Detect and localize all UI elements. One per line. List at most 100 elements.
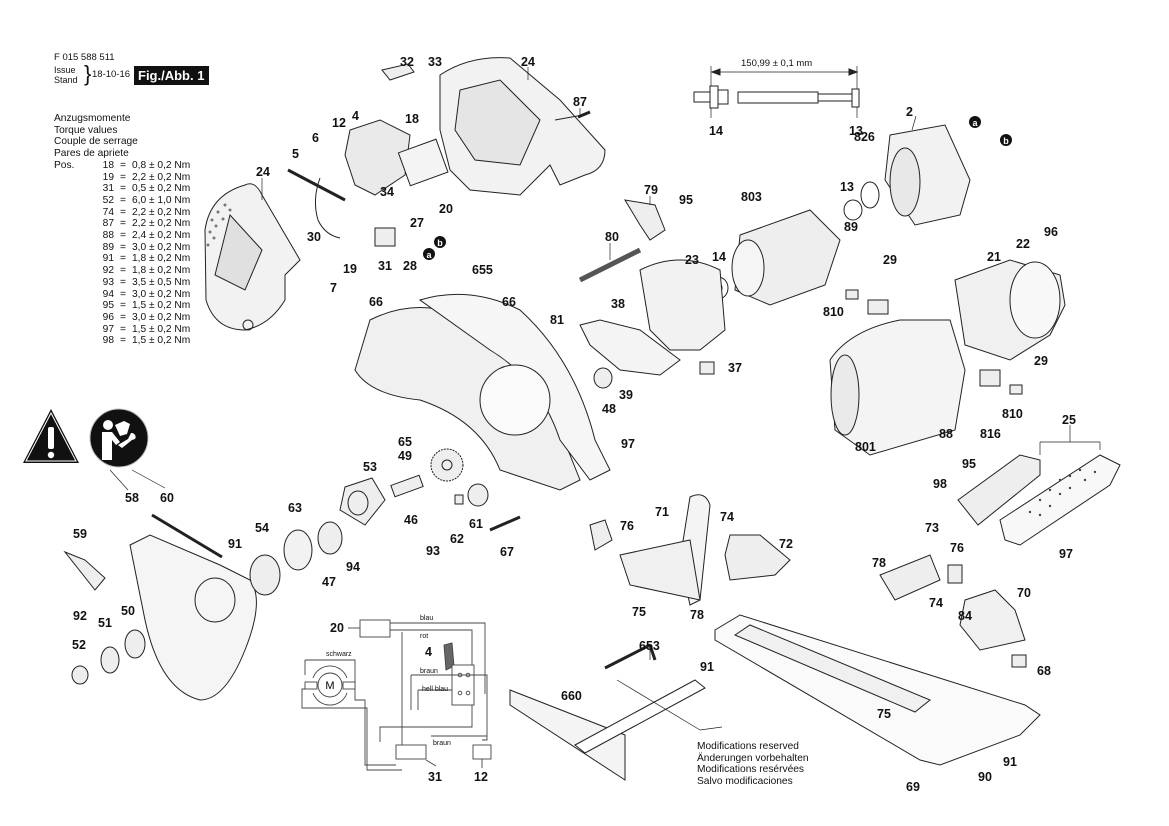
torque-position: 96 [102,311,114,323]
part-callout-94: 94 [346,560,360,574]
part-callout-91: 91 [228,537,242,551]
wire-label-braun-bottom: braun [433,740,451,747]
part-callout-14: 14 [709,124,723,138]
part-callout-22: 22 [1016,237,1030,251]
part-callout-30: 30 [307,230,321,244]
handle-housing-left [204,183,301,331]
torque-equals: = [120,300,126,312]
torque-table: Anzugsmomente Torque values Couple de se… [54,113,190,347]
torque-equals: = [120,288,126,300]
torque-equals: = [120,253,126,265]
part-callout-84: 84 [958,609,972,623]
part-callout-12: 12 [332,116,346,130]
marker-a-icon: a [969,116,981,128]
part-callout-53: 53 [363,460,377,474]
part-callout-67: 67 [500,545,514,559]
part-callout-61: 61 [469,517,483,531]
part-callout-29: 29 [883,253,897,267]
svg-text:b: b [1003,136,1009,146]
part-callout-73: 73 [925,521,939,535]
part-callout-826: 826 [854,130,875,144]
wire-label-blau: blau [420,615,434,622]
torque-row: 52=6,0 ± 1,0 Nm [54,195,191,207]
torque-position: 31 [102,183,114,195]
part-callout-24: 24 [256,165,270,179]
wiring-callout-12: 12 [474,770,488,784]
torque-row: 19=2,2 ± 0,2 Nm [54,171,191,184]
part-callout-47: 47 [322,575,336,589]
part-callout-54: 54 [255,521,269,535]
part-callout-69: 69 [906,780,920,794]
part-callout-95: 95 [679,193,693,207]
torque-equals: = [120,230,126,242]
part-callout-66: 66 [369,295,383,309]
part-callout-21: 21 [987,250,1001,264]
motor-symbol: M [325,680,334,692]
svg-text:b: b [437,238,443,248]
part-callout-5: 5 [292,147,299,161]
part-callout-95: 95 [962,457,976,471]
torque-row: 91=1,8 ± 0,2 Nm [54,253,191,265]
field-stator [884,124,971,226]
torque-equals: = [120,335,126,347]
part-callout-89: 89 [844,220,858,234]
part-callout-34: 34 [380,185,394,199]
part-callout-7: 7 [330,281,337,295]
part-callout-75: 75 [877,707,891,721]
leader-lines [109,67,1101,731]
part-callout-14: 14 [712,250,726,264]
issue-label: Issue Stand [54,65,78,85]
torque-row: 93=3,5 ± 0,5 Nm [54,276,191,289]
part-callout-62: 62 [450,532,464,546]
part-callout-51: 51 [98,616,112,630]
figure-label: Fig./Abb. 1 [134,66,210,85]
part-callout-655: 655 [472,263,493,277]
part-callout-88: 88 [939,427,953,441]
part-callout-24: 24 [521,55,535,69]
torque-row: 74=2,2 ± 0,2 Nm [54,207,191,219]
torque-title-fr: Couple de serrage [54,136,138,148]
warning-triangle-icon [23,409,79,463]
torque-position: 88 [102,230,114,242]
mod-note-de: Änderungen vorbehalten [697,752,809,764]
mod-note-fr: Modifications resérvées [697,764,805,775]
part-callout-97: 97 [621,437,635,451]
torque-value: 3,0 ± 0,2 Nm [132,241,191,253]
part-callout-98: 98 [933,477,947,491]
issue-label-de: Stand [54,75,78,85]
torque-position: 93 [102,276,114,288]
torque-row: Pos.18=0,8 ± 0,2 Nm [54,160,190,172]
torque-equals: = [120,218,126,230]
part-callout-28: 28 [403,259,417,273]
part-callout-38: 38 [611,297,625,311]
torque-position: 19 [102,171,114,183]
motor-cover-parts [578,199,726,389]
part-callout-68: 68 [1037,664,1051,678]
issue-date: 18-10-16 [92,69,131,80]
part-callout-97: 97 [1059,547,1073,561]
spindle-parts [339,474,521,532]
torque-pos-label: Pos. [54,159,75,171]
wire-label-hell-blau: hell blau [422,686,449,693]
read-manual-icon [89,408,149,468]
part-callout-63: 63 [288,501,302,515]
torque-value: 1,8 ± 0,2 Nm [132,265,191,277]
part-callout-78: 78 [690,608,704,622]
part-callout-810: 810 [823,305,844,319]
part-callout-75: 75 [632,605,646,619]
riving-knife-bracket [589,494,791,606]
switch-assembly [287,63,449,247]
part-callout-39: 39 [619,388,633,402]
part-callout-19: 19 [343,262,357,276]
end-cap [954,259,1066,361]
torque-equals: = [120,159,126,171]
wire-label-rot: rot [420,633,429,640]
part-callout-74: 74 [929,596,943,610]
part-callout-25: 25 [1062,413,1076,427]
torque-value: 3,5 ± 0,5 Nm [132,276,191,288]
part-callout-48: 48 [602,402,616,416]
torque-position: 92 [102,265,114,277]
part-callout-653: 653 [639,639,660,653]
